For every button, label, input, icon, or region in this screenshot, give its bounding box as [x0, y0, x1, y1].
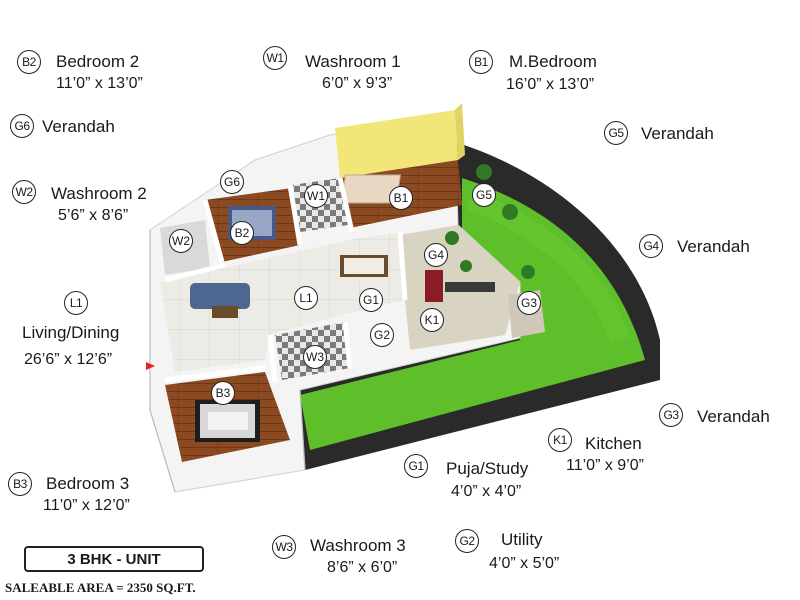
unit-type-box: 3 BHK - UNIT [24, 546, 204, 572]
legend-name-k1: Kitchen [585, 434, 642, 453]
legend-badge-b2: B2 [17, 50, 41, 74]
legend-name-g6: Verandah [42, 117, 115, 136]
plan-marker-g4: G4 [424, 243, 448, 267]
plan-marker-g2: G2 [370, 323, 394, 347]
legend-dims-w2: 5’6” x 8’6” [58, 207, 129, 224]
legend-name-g5: Verandah [641, 124, 714, 143]
plan-marker-b2: B2 [230, 221, 254, 245]
legend-dims-l1: 26’6” x 12’6” [24, 351, 113, 368]
legend-name-b1: M.Bedroom [509, 52, 597, 71]
lawn [300, 178, 645, 450]
plan-marker-g1: G1 [359, 288, 383, 312]
saleable-area: SALEABLE AREA = 2350 SQ.FT. [5, 580, 196, 595]
plan-marker-l1: L1 [294, 286, 318, 310]
legend-badge-g4: G4 [639, 234, 663, 258]
legend-name-g1: Puja/Study [446, 459, 529, 478]
legend-badge-g6: G6 [10, 114, 34, 138]
plan-marker-k1: K1 [420, 308, 444, 332]
legend-name-b2: Bedroom 2 [56, 52, 140, 71]
plan-marker-w2: W2 [169, 229, 193, 253]
plan-marker-b3: B3 [211, 381, 235, 405]
legend-badge-b1: B1 [469, 50, 493, 74]
legend-dims-w3: 8’6” x 6’0” [327, 559, 398, 576]
legend-badge-w2: W2 [12, 180, 36, 204]
legend-badge-g5: G5 [604, 121, 628, 145]
legend-name-w3: Washroom 3 [310, 536, 406, 555]
legend-name-w2: Washroom 2 [51, 184, 147, 203]
legend-name-g4: Verandah [677, 237, 750, 256]
plan-marker-b1: B1 [389, 186, 413, 210]
legend-badge-b3: B3 [8, 472, 32, 496]
legend-badge-g1: G1 [404, 454, 428, 478]
plan-marker-w3: W3 [303, 345, 327, 369]
legend-badge-g3: G3 [659, 403, 683, 427]
entry-arrow-icon [146, 362, 155, 370]
legend-dims-b3: 11’0” x 12’0” [43, 497, 130, 514]
master-bedroom-feature-wall [335, 110, 458, 178]
legend-name-l1: Living/Dining [22, 323, 120, 342]
legend-name-b3: Bedroom 3 [46, 474, 130, 493]
legend-badge-w3: W3 [272, 535, 296, 559]
legend-dims-g1: 4’0” x 4’0” [451, 483, 522, 500]
legend-badge-l1: L1 [64, 291, 88, 315]
legend-dims-b1: 16’0” x 13’0” [506, 76, 595, 93]
legend-dims-k1: 11’0” x 9’0” [566, 457, 644, 474]
legend-dims-b2: 11’0” x 13’0” [56, 75, 143, 92]
plan-marker-g3: G3 [517, 291, 541, 315]
legend-name-g2: Utility [501, 530, 543, 549]
plan-marker-w1: W1 [304, 184, 328, 208]
legend-badge-k1: K1 [548, 428, 572, 452]
legend-badge-g2: G2 [455, 529, 479, 553]
legend-dims-g2: 4’0” x 5’0” [489, 555, 560, 572]
legend-name-w1: Washroom 1 [305, 52, 401, 71]
plan-marker-g6: G6 [220, 170, 244, 194]
legend-badge-w1: W1 [263, 46, 287, 70]
plan-marker-g5: G5 [472, 183, 496, 207]
legend-name-g3: Verandah [697, 407, 770, 426]
legend-dims-w1: 6’0” x 9’3” [322, 75, 393, 92]
